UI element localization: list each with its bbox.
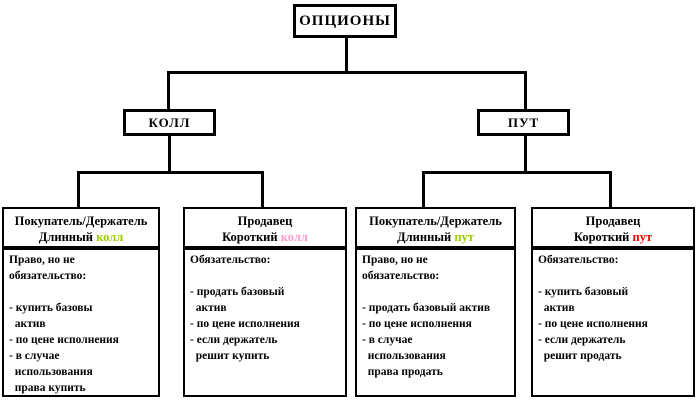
- connector-line: [77, 171, 264, 174]
- connector-line: [168, 136, 171, 173]
- leaf-subtitle: Длинный колл: [4, 229, 158, 245]
- leaf-body-short-put: Обязательство: - купить базовый актив - …: [531, 248, 695, 397]
- branch-node-call: КОЛЛ: [123, 109, 216, 136]
- connector-line: [422, 171, 425, 207]
- leaf-header-long-call: Покупатель/Держатель Длинный колл: [2, 207, 160, 248]
- connector-line: [524, 136, 527, 173]
- root-node-options: ОПЦИОНЫ: [293, 4, 397, 38]
- leaf-subtitle-term: колл: [280, 230, 308, 244]
- leaf-subtitle: Короткий колл: [185, 229, 345, 245]
- leaf-title: Продавец: [237, 214, 293, 228]
- connector-line: [261, 171, 264, 207]
- leaf-subtitle: Короткий пут: [533, 229, 693, 245]
- leaf-subtitle-term: пут: [454, 230, 474, 244]
- branch-node-label: ПУТ: [507, 114, 540, 130]
- leaf-subtitle-prefix: Короткий: [222, 230, 281, 244]
- connector-line: [167, 71, 170, 109]
- leaf-subtitle-prefix: Длинный: [38, 230, 97, 244]
- connector-line: [167, 71, 527, 74]
- connector-line: [609, 171, 612, 207]
- leaf-body-long-put: Право, но не обязательство: - продать ба…: [355, 248, 516, 397]
- leaf-title: Покупатель/Держатель: [369, 214, 502, 228]
- branch-node-label: КОЛЛ: [148, 114, 191, 130]
- leaf-subtitle-prefix: Короткий: [573, 230, 633, 244]
- leaf-title: Покупатель/Держатель: [14, 214, 148, 228]
- leaf-subtitle-term: пут: [632, 230, 653, 244]
- leaf-subtitle-term: колл: [96, 230, 124, 244]
- leaf-subtitle: Длинный пут: [357, 229, 514, 245]
- root-node-label: ОПЦИОНЫ: [299, 12, 391, 29]
- leaf-subtitle-prefix: Длинный: [397, 230, 455, 244]
- leaf-header-short-call: Продавец Короткий колл: [183, 207, 347, 248]
- leaf-title: Продавец: [585, 214, 641, 228]
- branch-node-put: ПУТ: [477, 109, 570, 136]
- connector-line: [422, 171, 612, 174]
- leaf-header-long-put: Покупатель/Держатель Длинный пут: [355, 207, 516, 248]
- connector-line: [77, 171, 80, 207]
- connector-line: [524, 71, 527, 109]
- connector-line: [345, 38, 348, 73]
- leaf-body-short-call: Обязательство: - продать базовый актив -…: [183, 248, 347, 397]
- leaf-body-long-call: Право, но не обязательство: - купить баз…: [2, 248, 160, 397]
- leaf-header-short-put: Продавец Короткий пут: [531, 207, 695, 248]
